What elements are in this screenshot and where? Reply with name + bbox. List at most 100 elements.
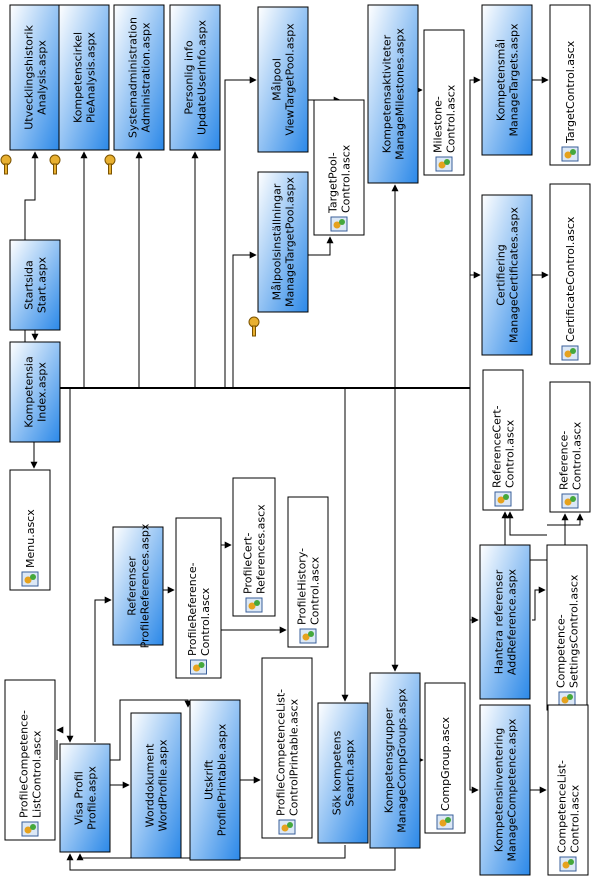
node-label-line: Referenser bbox=[126, 556, 139, 616]
node-label: KompetensiaIndex.aspx bbox=[23, 356, 49, 427]
node-label-line: Control.ascx bbox=[445, 84, 458, 153]
control-box bbox=[313, 99, 365, 236]
node-targetpoolcontrol: TargetPool-Control.ascx bbox=[313, 99, 365, 236]
node-profilecompprintable: ProfileCompetenceList-ControlPrintable.a… bbox=[261, 657, 313, 839]
control-box bbox=[261, 657, 313, 839]
node-label: StartsidaStart.aspx bbox=[23, 256, 49, 313]
user-control-icon bbox=[299, 628, 317, 644]
page-box bbox=[481, 4, 533, 156]
node-label: KompetenscirkelPieAnalysis.aspx bbox=[72, 32, 98, 124]
connector-arrow bbox=[506, 511, 547, 536]
connector-arrow bbox=[469, 388, 479, 624]
node-label-line: AddReference.aspx bbox=[506, 568, 519, 675]
node-label-line: UpdateUserInfo.aspx bbox=[196, 20, 209, 135]
connector-layer bbox=[24, 76, 584, 871]
node-label: KompetensaktiviteterManageMilestones.asp… bbox=[381, 28, 407, 160]
node-label-line: Control.ascx bbox=[571, 421, 584, 490]
node-certificatecontrol: CertificateControl.ascx bbox=[549, 183, 591, 365]
connector-arrow bbox=[224, 76, 257, 388]
node-label-line: ProfilePrintable.aspx bbox=[216, 723, 229, 836]
node-label-line: ManageTargets.aspx bbox=[508, 23, 521, 136]
page-box bbox=[9, 341, 61, 443]
user-control-icon bbox=[436, 814, 454, 830]
node-label-line: ControlPrintable.ascx bbox=[288, 698, 301, 816]
node-label-line: ManageCompetence.aspx bbox=[506, 718, 519, 861]
node-label-line: TargetPool- bbox=[327, 152, 340, 214]
node-label: Personlig infoUpdateUserInfo.aspx bbox=[183, 20, 209, 135]
page-box bbox=[367, 4, 419, 184]
node-label: ProfileReference-Control.ascx bbox=[186, 562, 212, 656]
node-kompaktiviteter: KompetensaktiviteterManageMilestones.asp… bbox=[367, 4, 419, 184]
page-box bbox=[479, 544, 531, 700]
node-label-line: Menu.ascx bbox=[24, 509, 37, 568]
node-label: WorddokumentWordProfile.aspx bbox=[144, 739, 170, 831]
control-box bbox=[546, 544, 588, 711]
node-label-line: Worddokument bbox=[144, 743, 157, 827]
node-referenser: ReferenserProfileReferences.aspx bbox=[112, 523, 164, 648]
node-label-line: ProfileReferences.aspx bbox=[139, 523, 152, 648]
node-startsida: StartsidaStart.aspx bbox=[9, 239, 61, 331]
node-label-line: Kompetenscirkel bbox=[72, 32, 85, 123]
control-box bbox=[424, 682, 466, 834]
node-label-line: Control.ascx bbox=[340, 144, 353, 213]
node-label-line: Målpool bbox=[271, 58, 284, 101]
node-malpoolinst: MålpoolsinställningarManageTargetPool.as… bbox=[248, 171, 309, 337]
node-label-line: ProfileCert- bbox=[242, 533, 255, 594]
node-kompetensgrupper: KompetensgrupperManageCompGroups.aspx bbox=[369, 672, 421, 849]
node-referencecontrol: Reference-Control.ascx bbox=[549, 381, 591, 513]
node-profilecert: ProfileCert-References.ascx bbox=[232, 477, 276, 617]
page-box bbox=[317, 702, 369, 844]
node-label-line: Start.aspx bbox=[36, 256, 49, 313]
connector-arrow bbox=[469, 388, 479, 794]
node-utskrift: UtskriftProfilePrintable.aspx bbox=[189, 699, 241, 861]
node-label: Competence-SettingsControl.ascx bbox=[555, 574, 581, 688]
page-box bbox=[112, 526, 164, 646]
node-label: CertificateControl.ascx bbox=[564, 216, 577, 342]
user-control-icon bbox=[21, 821, 39, 837]
node-label-line: Reference- bbox=[558, 431, 571, 490]
node-competencesettings: Competence-SettingsControl.ascx bbox=[546, 544, 588, 711]
node-label-line: Målpoolsinställningar bbox=[271, 183, 284, 300]
user-control-icon bbox=[245, 597, 263, 613]
node-label: Visa ProfilProfile.aspx bbox=[73, 766, 99, 830]
node-visaprofil: Visa ProfilProfile.aspx bbox=[59, 743, 111, 853]
node-label: MålpoolViewTargetPool.aspx bbox=[271, 23, 297, 136]
node-label-line: SettingsControl.ascx bbox=[568, 574, 581, 688]
page-box bbox=[257, 171, 309, 313]
control-box bbox=[4, 679, 56, 841]
node-label-line: ManageMilestones.aspx bbox=[394, 28, 407, 160]
node-label-line: Certifiering bbox=[495, 244, 508, 306]
key-icon bbox=[248, 316, 260, 337]
control-box bbox=[549, 4, 591, 166]
node-label: UtskriftProfilePrintable.aspx bbox=[203, 723, 229, 836]
node-kompmal: KompetensmålManageTargets.aspx bbox=[481, 4, 533, 156]
node-label-line: ViewTargetPool.aspx bbox=[284, 23, 297, 136]
user-control-icon bbox=[190, 659, 207, 675]
page-box bbox=[479, 704, 531, 876]
node-targetcontrol: TargetControl.ascx bbox=[549, 4, 591, 166]
node-label-line: Utskrift bbox=[203, 759, 216, 800]
page-box bbox=[189, 699, 241, 861]
node-kompetenscirkel: KompetenscirkelPieAnalysis.aspx bbox=[49, 4, 110, 175]
node-label-line: Hantera referenser bbox=[493, 569, 506, 674]
node-label-line: ListControl.ascx bbox=[31, 730, 44, 818]
user-control-icon bbox=[330, 216, 348, 232]
node-label-line: PieAnalysis.aspx bbox=[85, 32, 98, 123]
node-milestone: Milestone-Control.ascx bbox=[423, 29, 465, 176]
node-menu: Menu.ascx bbox=[9, 469, 51, 591]
node-label-line: ManageTargetPool.aspx bbox=[284, 177, 297, 307]
node-label-line: Control.ascx bbox=[199, 587, 212, 656]
node-label-line: ProfileCompetenceList- bbox=[275, 689, 288, 816]
node-label-line: Milestone- bbox=[432, 96, 445, 153]
node-label: Sök kompetensSearch.aspx bbox=[331, 730, 357, 815]
node-label-line: Control.ascx bbox=[504, 419, 517, 488]
connector-arrow bbox=[232, 251, 257, 388]
node-label: ProfileCompetence-ListControl.ascx bbox=[18, 710, 44, 818]
user-control-icon bbox=[561, 146, 579, 162]
node-label: ProfileHistory-Control.ascx bbox=[296, 548, 322, 625]
node-label: CompGroup.ascx bbox=[439, 716, 452, 811]
control-box bbox=[549, 381, 591, 513]
node-label-line: Administration.aspx bbox=[140, 22, 153, 132]
page-box bbox=[257, 6, 309, 153]
